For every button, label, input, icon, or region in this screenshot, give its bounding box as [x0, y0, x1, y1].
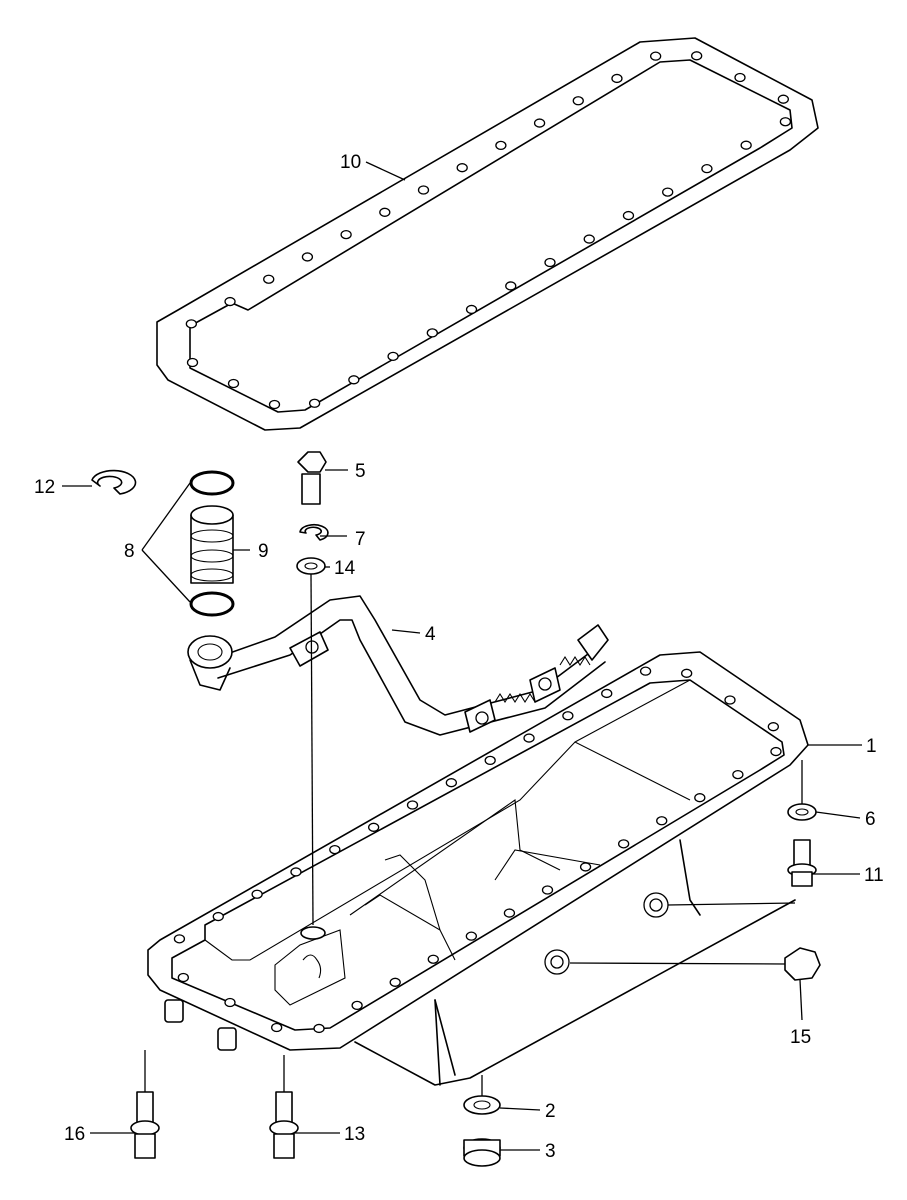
- callout-1: 1: [866, 736, 877, 757]
- bolt-hole: [329, 844, 341, 855]
- bolt-hole: [618, 839, 630, 849]
- oil-suction-pipe: [187, 595, 609, 736]
- callout-labels: 1 2 3 4 5 6 7 8 9 10 11 12 13 14 15 16: [34, 152, 884, 1162]
- bolt-hole: [445, 778, 457, 788]
- washer: [787, 803, 817, 821]
- bolt-hole: [387, 351, 399, 361]
- bolt-hole: [224, 296, 236, 307]
- plug: [784, 947, 821, 981]
- callout-8: 8: [124, 541, 135, 562]
- callout-4: 4: [425, 624, 436, 645]
- bolt-hole: [533, 118, 546, 128]
- bolt-hole: [308, 398, 321, 408]
- callout-6: 6: [865, 809, 876, 830]
- bolt-hole: [662, 187, 674, 197]
- bolt-hole: [301, 252, 314, 262]
- bolt-hole: [544, 257, 556, 268]
- snap-ring: [299, 524, 329, 541]
- callout-13: 13: [344, 1124, 365, 1145]
- bolt-hole: [779, 117, 792, 127]
- plain-washer: [296, 557, 326, 575]
- callout-12: 12: [34, 477, 55, 498]
- bolt: [130, 1091, 160, 1159]
- callout-2: 2: [545, 1101, 556, 1122]
- hex-bolt: [297, 451, 327, 505]
- o-ring: [189, 470, 235, 617]
- bolt-hole: [611, 73, 623, 84]
- bolt-hole: [495, 140, 507, 151]
- callout-16: 16: [64, 1124, 85, 1145]
- leader-lines: [62, 161, 862, 1151]
- drain-plug-washer: [463, 1095, 501, 1115]
- callout-10: 10: [340, 152, 361, 173]
- bolt-hole: [583, 234, 595, 244]
- bolt-hole: [767, 722, 779, 732]
- bolt-hole: [505, 281, 517, 291]
- bolt-hole: [212, 911, 224, 922]
- bolt-hole: [348, 375, 360, 385]
- bolt-hole: [417, 185, 430, 195]
- callout-15: 15: [790, 1027, 811, 1048]
- bolt-hole: [694, 793, 706, 803]
- drain-plug: [463, 1138, 501, 1167]
- callout-3: 3: [545, 1141, 556, 1162]
- bolt-hole: [427, 954, 439, 964]
- bolt-hole: [622, 210, 635, 221]
- bolt-hole: [740, 140, 752, 150]
- bolt-hole: [650, 51, 662, 61]
- bolt-hole: [379, 207, 391, 217]
- callout-5: 5: [355, 461, 366, 482]
- sleeve-connector: [190, 505, 234, 584]
- oil-pan: [147, 651, 809, 1086]
- bolt-hole: [313, 1023, 325, 1034]
- bolt-hole: [351, 1000, 363, 1011]
- bolt-hole: [503, 908, 516, 918]
- bolt-hole: [562, 711, 574, 721]
- bolt-hole: [389, 977, 401, 987]
- bolt-hole: [691, 51, 703, 61]
- retaining-clip: [91, 469, 137, 495]
- bolt-hole: [484, 755, 496, 766]
- bolt-hole: [601, 688, 613, 699]
- bolt-hole: [656, 816, 668, 826]
- bolt-hole: [456, 163, 468, 173]
- bolt-hole: [177, 972, 189, 983]
- bolt-hole: [572, 96, 584, 106]
- oil-pan-gasket: [156, 37, 819, 431]
- bolt-hole: [186, 357, 199, 368]
- bolt-hole: [290, 867, 302, 877]
- bolt-hole: [271, 1022, 283, 1033]
- bolt-hole: [224, 997, 236, 1008]
- bolt-hole: [523, 733, 535, 743]
- bolt-hole: [777, 94, 789, 104]
- flange-bolt: [787, 839, 817, 887]
- bolt-hole: [465, 931, 477, 941]
- callout-11: 11: [864, 865, 884, 886]
- callout-14: 14: [334, 558, 356, 579]
- bolt-hole: [368, 822, 380, 832]
- bolt-hole: [426, 328, 438, 338]
- bolt-hole: [465, 304, 478, 315]
- bolt-hole: [406, 800, 419, 810]
- bolt-hole: [173, 934, 186, 944]
- bolt-hole: [639, 666, 652, 676]
- bolt-hole: [681, 668, 693, 678]
- bolt-hole: [340, 229, 352, 240]
- bolt-hole: [701, 164, 713, 174]
- bolt-hole: [263, 274, 275, 284]
- bolt-hole: [185, 319, 197, 329]
- bolt-hole: [227, 378, 240, 389]
- bolt-hole: [541, 885, 554, 895]
- callout-9: 9: [258, 541, 269, 562]
- stud-bolt: [269, 1091, 299, 1159]
- bolt-hole: [734, 72, 746, 83]
- bolt-hole: [579, 862, 592, 872]
- bolt-hole: [268, 399, 281, 410]
- bolt-hole: [724, 695, 736, 705]
- callout-7: 7: [355, 529, 366, 550]
- bolt-hole: [251, 889, 263, 899]
- bolt-hole: [732, 769, 744, 780]
- bolt-hole: [770, 746, 782, 757]
